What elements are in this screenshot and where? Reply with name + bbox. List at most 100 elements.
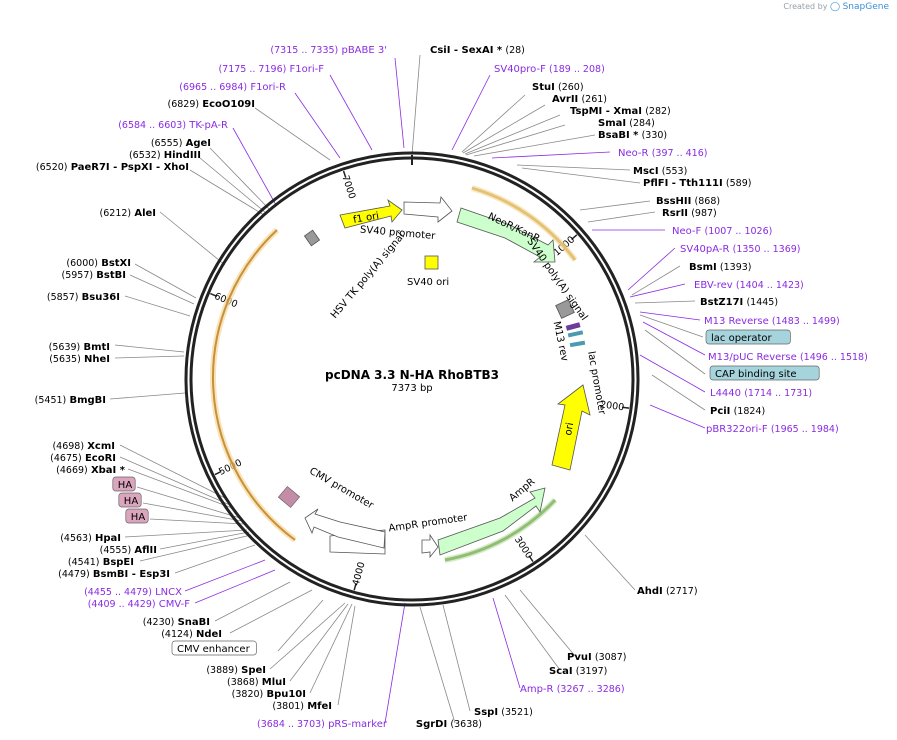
plasmid-length: 7373 bp [391,383,432,394]
label-name-nde: NdeI [196,629,222,640]
label-pos-eco109: (6829) [167,99,199,110]
label-name-snab: SnaBI [178,617,210,628]
leader-sgrd [419,606,456,724]
label-pos-bpu10: (3820) [232,689,264,700]
label-pos-pci: (1824) [734,406,766,417]
tick-label: 4000 [351,561,368,587]
label-m13r: M13 Reverse (1483 .. 1499) [704,316,840,327]
label-name-afl: AflII [134,545,157,556]
feature-f1ori-arrow [339,198,403,229]
feature-cap-box [569,340,586,348]
label-box-lacop [705,329,791,345]
label-name-f1orir: F1ori-R [250,82,286,93]
label-name-bss: BssHII [656,196,691,207]
tick-1000 [571,234,578,240]
label-f1orir: (6965 .. 6984) F1ori-R [179,82,286,93]
snapgene-name: SnapGene [842,2,889,12]
label-bstz: BstZ17I (1445) [700,297,778,308]
inner-arc-rhobtb3-line [212,229,296,541]
tick-2000 [622,406,630,409]
label-pos-ahd: (2717) [666,586,698,597]
label-name-pci: PciI [710,406,730,417]
label-bsmb: (4479) BsmBI - Esp3I [58,569,170,580]
label-name-bstb: BstBI [96,270,126,281]
outer-labels: CsiI - SexAI * (28)(7315 .. 7335) pBABE … [35,45,868,730]
label-name-avr: AvrII [552,94,578,105]
leader-rsr [587,211,656,223]
label-pos-neof: (1007 .. 1026) [704,226,772,237]
label-nde: (4124) NdeI [161,629,222,640]
label-name-ale: AleI [134,208,156,219]
label-bpu10: (3820) Bpu10I [232,689,306,700]
label-pos-pbabe: (7315 .. 7335) [270,45,338,56]
label-bspe: (4541) BspEI [68,557,134,568]
label-ha3: HA [131,512,146,523]
label-ha1: HA [118,480,133,491]
label-pos-avr: (261) [581,94,607,105]
label-age: (6555) AgeI [151,138,211,149]
created-by-text: Created by [783,2,828,11]
tick-label: 2000 [599,399,624,413]
label-f1orif: (7175 .. 7196) F1ori-F [218,64,324,75]
label-name-neof: Neo-F [672,226,702,237]
label-name-f1orif: F1ori-F [290,64,325,75]
leader-ha1 [136,486,241,519]
label-box-cmvenh [171,640,257,656]
label-pos-ebvrev: (1404 .. 1423) [736,280,804,291]
label-pos-bstz: (1445) [746,297,778,308]
leader-stu [461,94,526,153]
inner-arc-neo-glow [471,185,578,262]
leader-spe [269,602,346,670]
leader-age [209,147,271,211]
leader-tsp [464,114,561,155]
label-mlu: (3868) MluI [227,677,286,688]
leader-bstz [634,300,696,304]
label-hind: (6532) HindIII [129,150,201,161]
label-xcm: (4698) XcmI [52,441,115,452]
leader-cap [644,329,706,375]
label-pos-bsmb: (4479) [58,569,90,580]
label-name-m13puc: M13/pUC Reverse [708,352,797,363]
label-name-bsm: BsmI [689,262,717,273]
leader-bsmb [174,544,256,574]
label-pae: (6520) PaeR7I - PspXI - XhoI [36,162,189,173]
label-lncx: (4455 .. 4479) LNCX [84,587,182,598]
label-box-ha3 [125,508,149,524]
label-pbr: pBR322ori-F (1965 .. 1984) [706,424,839,435]
tick-label: 3000 [512,535,535,561]
label-pos-hind: (6532) [129,150,161,161]
label-pfl: PflFI - Tth111I (589) [643,178,751,189]
inner-arc-amp-glow [444,497,558,563]
leader-sv40prof [451,74,491,151]
label-tkpar: (6584 .. 6603) TK-pA-R [118,120,228,131]
leader-ssp [442,604,471,712]
leader-nhe [114,355,185,359]
leader-f1orif [329,74,373,151]
leader-pae [189,169,265,216]
feature-sv40pa-box [555,299,575,319]
leader-ecori [119,456,231,506]
label-lacop: lac operator [711,333,772,344]
label-name-eco109: EcoO109I [202,99,255,110]
label-pos-ecori: (4675) [50,453,82,464]
leader-bstb [129,274,195,305]
label-pos-bstb: (5957) [62,270,94,281]
label-name-amprp: Amp-R [520,684,554,695]
label-name-tsp: TspMI - XmaI [570,106,642,117]
label-bstb: (5957) BstBI [62,270,126,281]
label-pos-pae: (6520) [36,162,68,173]
label-pos-f1orir: (6965 .. 6984) [179,82,247,93]
label-f1ori: f1 ori [352,211,380,226]
leader-hind [199,157,267,214]
snapgene-logo-icon: ◯ [829,2,841,12]
label-name-bstx: BstXI [101,258,131,269]
leader-hpa [124,529,248,538]
label-name-msc: MscI [633,166,659,177]
label-tsp: TspMI - XmaI (282) [570,106,671,117]
leader-xba [127,468,233,509]
leader-bsu36 [124,295,191,317]
label-pos-hpa: (4563) [60,533,92,544]
label-neor: Neo-R (397 .. 416) [618,148,707,159]
label-name-ebvrev: EBV-rev [694,280,733,291]
